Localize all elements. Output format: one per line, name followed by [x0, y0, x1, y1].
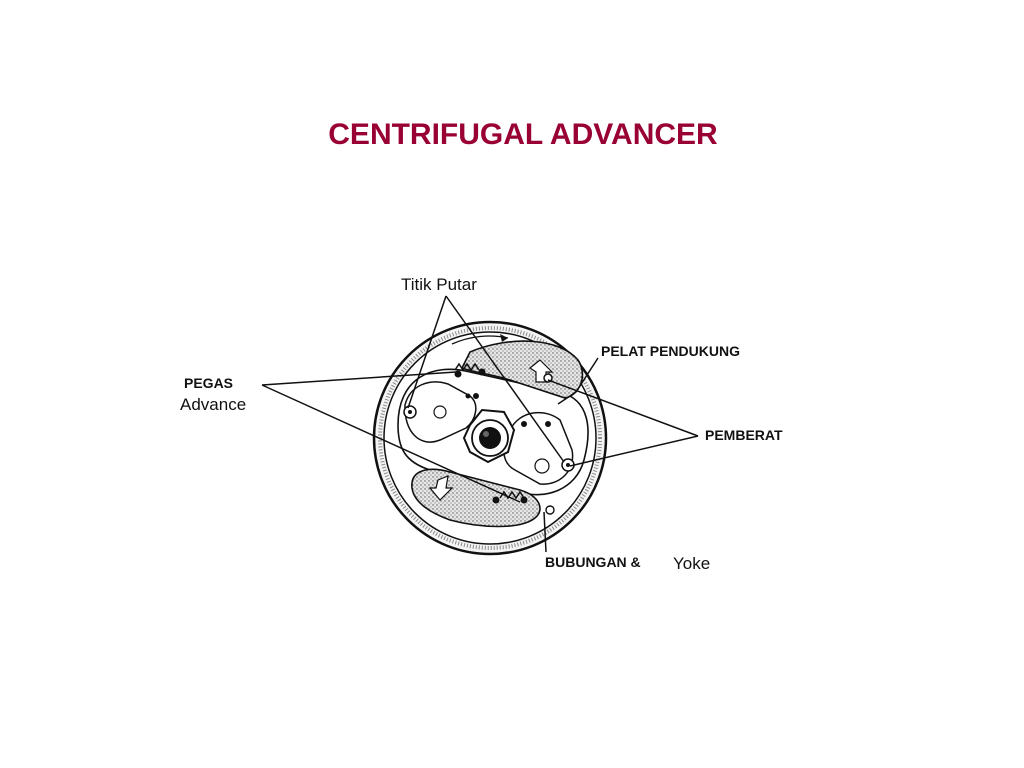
upper-spring: [454, 362, 486, 378]
upper-weight: [460, 340, 584, 399]
lower-weight: [411, 468, 541, 528]
label-bubungan: BUBUNGAN &: [545, 554, 641, 570]
label-pegas: PEGAS: [184, 375, 233, 391]
label-titik-putar: Titik Putar: [401, 275, 477, 294]
label-pelat-pendukung: PELAT PENDUKUNG: [601, 343, 740, 359]
label-yoke: Yoke: [673, 554, 710, 573]
centrifugal-advancer-diagram: Titik Putar PEGAS Advance PELAT PENDUKUN…: [180, 275, 783, 573]
yoke-plate-left: [403, 381, 477, 443]
lower-spring: [492, 490, 528, 504]
pivot-pins: [465, 393, 555, 515]
rotation-arrow: [451, 334, 509, 345]
leader-lines: [261, 295, 699, 553]
label-advance: Advance: [180, 395, 246, 414]
slide-title: CENTRIFUGAL ADVANCER: [328, 118, 718, 151]
central-cam: [462, 408, 516, 464]
label-pemberat: PEMBERAT: [705, 427, 783, 443]
